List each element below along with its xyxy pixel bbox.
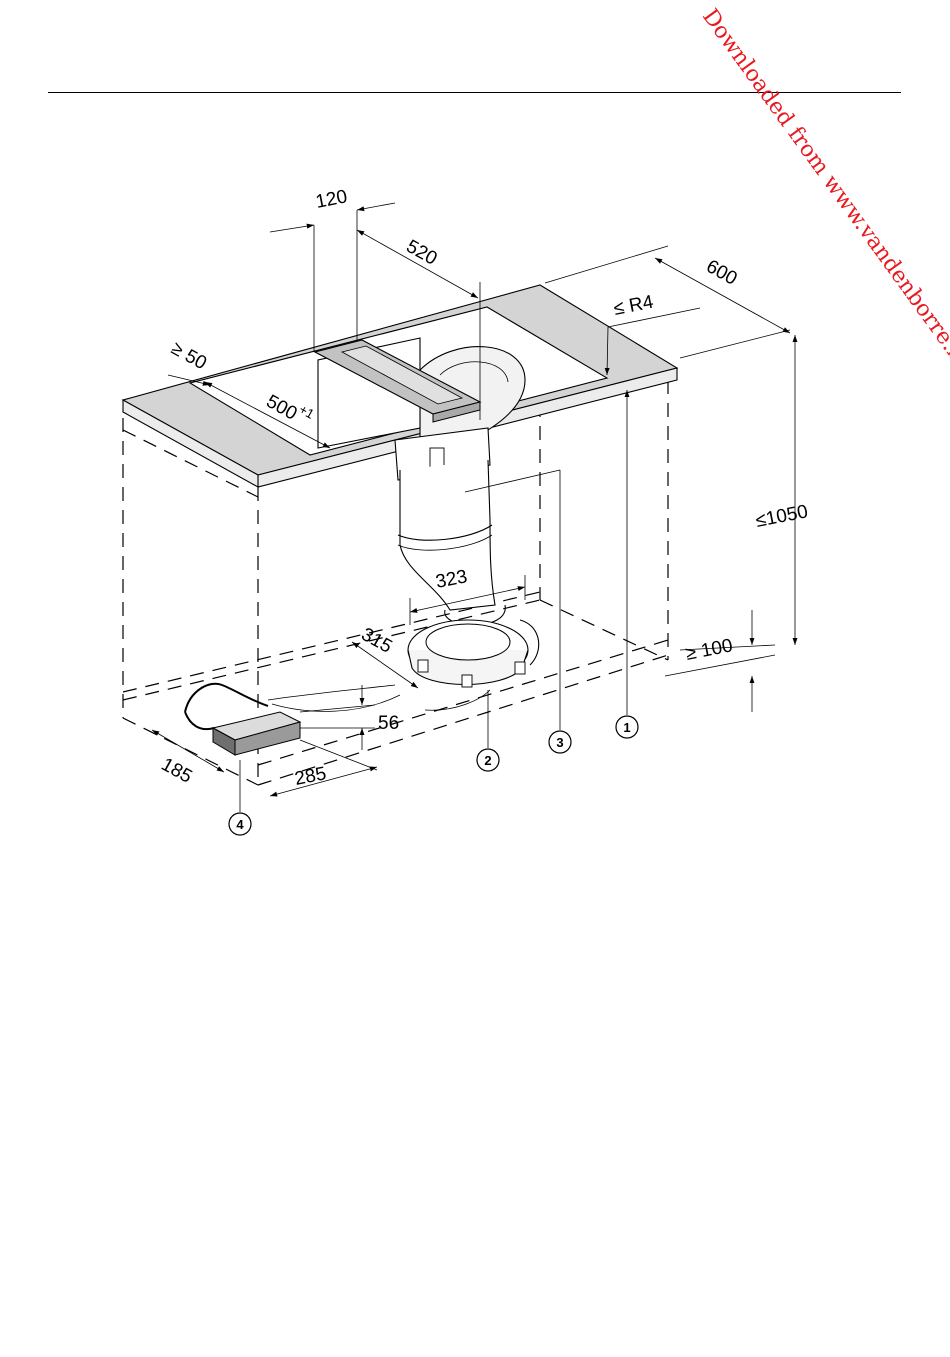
svg-text:3: 3 xyxy=(556,735,563,750)
dim-r4: ≤ R4 xyxy=(612,292,656,320)
svg-text:1: 1 xyxy=(623,720,630,735)
dim-ge100: ≥ 100 xyxy=(684,635,735,665)
duct xyxy=(395,428,505,625)
fan-unit xyxy=(408,620,539,710)
control-box xyxy=(213,712,300,755)
callout-1: 1 xyxy=(616,716,638,738)
svg-text:2: 2 xyxy=(484,753,491,768)
svg-text:4: 4 xyxy=(236,817,244,832)
dim-285: 285 xyxy=(293,763,328,790)
cooktop-extractor xyxy=(315,338,525,448)
callout-3: 3 xyxy=(549,731,571,753)
dim-315: 315 xyxy=(358,624,396,658)
dim-185: 185 xyxy=(158,754,196,788)
dim-600: 600 xyxy=(703,256,741,290)
callout-4: 4 xyxy=(229,813,251,835)
dim-520: 520 xyxy=(403,236,441,270)
dim-ge50: ≥ 50 xyxy=(168,338,210,374)
dim-120: 120 xyxy=(314,186,349,213)
dim-56: 56 xyxy=(378,713,399,734)
dim-le1050: ≤1050 xyxy=(754,501,810,532)
callout-2: 2 xyxy=(477,749,499,771)
